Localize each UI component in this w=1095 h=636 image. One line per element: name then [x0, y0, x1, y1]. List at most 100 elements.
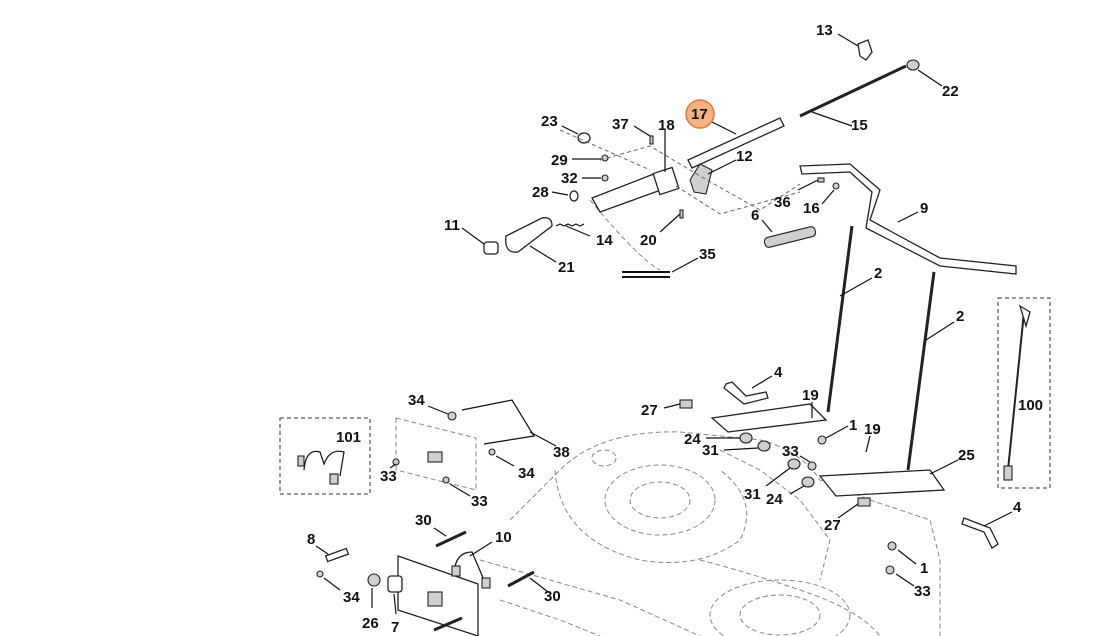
callout-100[interactable]: 100 — [1018, 397, 1043, 414]
part-25-bracket[interactable] — [818, 459, 959, 497]
part-20-screw[interactable] — [659, 209, 684, 233]
part-1a-nut[interactable] — [817, 425, 849, 445]
part-23-washer[interactable] — [561, 125, 591, 144]
part-13-bracket[interactable] — [837, 33, 873, 61]
part-100-box[interactable] — [997, 297, 1051, 489]
part-10-spring[interactable] — [451, 541, 493, 589]
part-22-cap[interactable] — [906, 59, 943, 87]
callout-34b[interactable]: 34 — [518, 465, 535, 482]
callout-21[interactable]: 21 — [558, 259, 575, 276]
callout-22[interactable]: 22 — [942, 83, 959, 100]
callout-101[interactable]: 101 — [336, 429, 361, 446]
part-1b-nut[interactable] — [887, 541, 917, 565]
callout-31a[interactable]: 31 — [702, 442, 719, 459]
part-19a-bracket[interactable] — [710, 402, 828, 433]
callout-35[interactable]: 35 — [699, 246, 716, 263]
callout-19b[interactable]: 19 — [864, 421, 881, 438]
callout-19a[interactable]: 19 — [802, 387, 819, 404]
callout-27a[interactable]: 27 — [641, 402, 658, 419]
part-34a-nut[interactable] — [427, 405, 457, 421]
part-33b-nut[interactable] — [389, 458, 400, 469]
callout-1a[interactable]: 1 — [849, 417, 857, 434]
callout-6[interactable]: 6 — [751, 207, 759, 224]
callout-32[interactable]: 32 — [561, 170, 578, 187]
callout-13[interactable]: 13 — [816, 22, 833, 39]
part-2b-rod[interactable] — [906, 271, 955, 471]
part-14-spring[interactable] — [555, 223, 591, 237]
callout-23[interactable]: 23 — [541, 113, 558, 130]
part-16-nut[interactable] — [821, 182, 840, 205]
callout-29[interactable]: 29 — [551, 152, 568, 169]
part-7-bushing[interactable] — [387, 575, 403, 615]
part-36-bolt[interactable] — [797, 177, 825, 191]
part-12-plate[interactable] — [689, 159, 737, 195]
part-24a-bushing[interactable] — [706, 432, 753, 444]
callout-33b[interactable]: 33 — [380, 468, 397, 485]
callout-2b[interactable]: 2 — [956, 308, 964, 325]
callout-12[interactable]: 12 — [736, 148, 753, 165]
callout-4b[interactable]: 4 — [1013, 499, 1022, 516]
part-4b-bar[interactable] — [961, 511, 1013, 549]
callout-16[interactable]: 16 — [803, 200, 820, 217]
part-35-label[interactable] — [622, 257, 699, 278]
part-32-ball[interactable] — [582, 174, 609, 182]
callout-28[interactable]: 28 — [532, 184, 549, 201]
part-17-tube[interactable] — [687, 117, 785, 169]
callout-24a[interactable]: 24 — [684, 431, 701, 448]
callout-14[interactable]: 14 — [596, 232, 613, 249]
callout-30a[interactable]: 30 — [415, 512, 432, 529]
callout-17[interactable]: 17 — [691, 106, 708, 123]
part-11-cap[interactable] — [461, 227, 499, 255]
part-28-ring[interactable] — [551, 190, 579, 202]
callout-30b[interactable]: 30 — [544, 588, 561, 605]
part-38-ubolt[interactable] — [461, 399, 557, 447]
callout-33c[interactable]: 33 — [471, 493, 488, 510]
part-33a-nut[interactable] — [799, 455, 817, 471]
callout-31b[interactable]: 31 — [744, 486, 761, 503]
callout-8[interactable]: 8 — [307, 531, 315, 548]
part-30b-bolt[interactable] — [507, 570, 549, 593]
part-27a-bolt[interactable] — [663, 399, 693, 409]
part-33d-nut[interactable] — [885, 565, 915, 587]
part-26-bushing[interactable] — [367, 573, 381, 608]
plate-lower[interactable] — [397, 555, 479, 636]
callout-2a[interactable]: 2 — [874, 265, 882, 282]
part-24b-bushing[interactable] — [789, 476, 815, 495]
part-27b-bolt[interactable] — [837, 497, 871, 519]
callout-33d[interactable]: 33 — [914, 583, 931, 600]
callout-24b[interactable]: 24 — [766, 491, 783, 508]
callout-18[interactable]: 18 — [658, 117, 675, 134]
part-30a-bolt[interactable] — [433, 527, 467, 548]
callout-25[interactable]: 25 — [958, 447, 975, 464]
part-33c-nut[interactable] — [442, 476, 471, 497]
part-6-spring[interactable] — [761, 219, 817, 248]
callout-15[interactable]: 15 — [851, 117, 868, 134]
callout-37[interactable]: 37 — [612, 116, 629, 133]
part-4a-bar[interactable] — [723, 375, 773, 405]
part-34c-washer[interactable] — [316, 570, 341, 591]
callout-36[interactable]: 36 — [774, 194, 791, 211]
callout-38[interactable]: 38 — [553, 444, 570, 461]
callout-1b[interactable]: 1 — [920, 560, 928, 577]
callout-4a[interactable]: 4 — [774, 364, 783, 381]
part-8-pin[interactable] — [315, 545, 350, 563]
callout-26[interactable]: 26 — [362, 615, 379, 632]
callout-9[interactable]: 9 — [920, 200, 928, 217]
callout-34a[interactable]: 34 — [408, 392, 425, 409]
part-31b-bushing[interactable] — [765, 458, 801, 487]
callout-34c[interactable]: 34 — [343, 589, 360, 606]
part-29-ball[interactable] — [572, 154, 609, 162]
callout-27b[interactable]: 27 — [824, 517, 841, 534]
plate-upper[interactable] — [395, 417, 477, 491]
part-34b-nut[interactable] — [488, 448, 515, 467]
part-2a-rod[interactable] — [826, 225, 873, 413]
callout-7[interactable]: 7 — [391, 619, 399, 636]
callout-10[interactable]: 10 — [495, 529, 512, 546]
part-31a-bushing[interactable] — [723, 440, 771, 452]
callout-33a[interactable]: 33 — [782, 443, 799, 460]
part-101-box[interactable] — [279, 417, 371, 495]
callout-11[interactable]: 11 — [444, 217, 460, 234]
part-37-pin[interactable] — [633, 125, 654, 145]
part-9-shaft[interactable] — [799, 163, 1017, 275]
part-19b-bracket[interactable] — [865, 435, 871, 453]
